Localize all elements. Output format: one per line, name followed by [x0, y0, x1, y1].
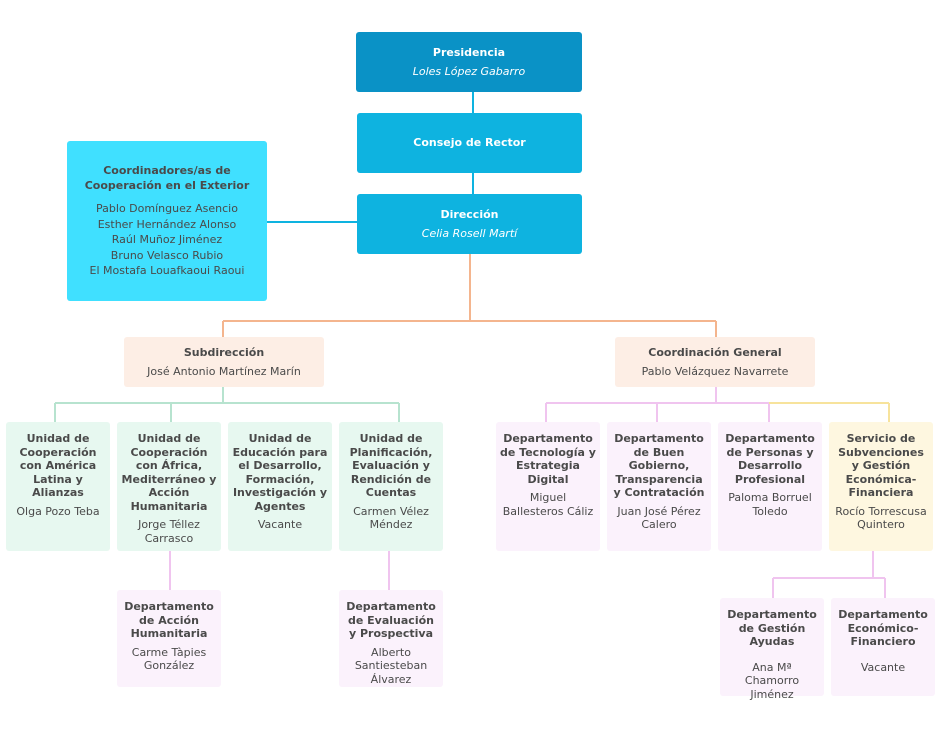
subdireccion-name: José Antonio Martínez Marín — [147, 364, 301, 378]
sub-department-box[interactable]: Departamento de Gestión Ayudas Ana Mª Ch… — [720, 598, 824, 701]
coordinacion-general-name: Pablo Velázquez Navarrete — [641, 364, 789, 378]
coordinadores-box[interactable]: Coordinadores/as de Cooperación en el Ex… — [67, 141, 267, 301]
unit-title: Unidad de Cooperación con América Latina… — [19, 432, 97, 499]
department-name: Juan José Pérez Calero — [617, 504, 701, 532]
department-name: Miguel Ballesteros Cáliz — [502, 491, 594, 518]
direccion-name: Celia Rosell Martí — [421, 227, 518, 240]
unit-box[interactable]: Unidad de Educación para el Desarrollo, … — [228, 422, 332, 551]
coordinadores-title: Coordinadores/as de Cooperación en el Ex… — [84, 164, 250, 192]
department-box[interactable]: Departamento de Buen Gobierno, Transpare… — [607, 422, 711, 551]
subdireccion-box[interactable]: Subdirección José Antonio Martínez Marín — [124, 337, 324, 387]
sub-department-name: Alberto Santiesteban Álvarez — [354, 645, 428, 686]
unit-title: Unidad de Cooperación con África, Medite… — [121, 432, 217, 513]
unit-name: Olga Pozo Teba — [16, 504, 100, 518]
unit-name: Carmen Vélez Méndez — [353, 504, 429, 532]
direccion-box[interactable]: Dirección Celia Rosell Martí — [357, 194, 582, 254]
department-title: Departamento de Personas y Desarrollo Pr… — [725, 432, 815, 486]
presidencia-box[interactable]: Presidencia Loles López Gabarro — [356, 32, 582, 92]
consejo-box[interactable]: Consejo de Rector — [357, 113, 582, 173]
sub-department-title: Departamento de Acción Humanitaria — [124, 600, 214, 640]
coordinador-name: Pablo Domínguez Asencio — [96, 202, 238, 215]
coordinador-name: Bruno Velasco Rubio — [110, 248, 224, 262]
coordinadores-names: Pablo Domínguez Asencio Esther Hernández… — [90, 201, 245, 279]
unit-title: Unidad de Planificación, Evaluación y Re… — [349, 432, 433, 499]
servicio-box[interactable]: Servicio de Subvenciones y Gestión Econó… — [829, 422, 933, 551]
sub-department-box[interactable]: Departamento de Acción Humanitaria Carme… — [117, 590, 221, 687]
subdireccion-title: Subdirección — [183, 346, 265, 359]
sub-department-box[interactable]: Departamento Económico-Financiero Vacant… — [831, 598, 935, 696]
presidencia-name: Loles López Gabarro — [412, 65, 526, 78]
department-box[interactable]: Departamento de Personas y Desarrollo Pr… — [718, 422, 822, 551]
unit-title: Unidad de Educación para el Desarrollo, … — [232, 432, 328, 513]
coordinador-name: El Mostafa Louafkaoui Raoui — [89, 264, 245, 277]
servicio-name: Rocío Torrescusa Quintero — [835, 504, 927, 532]
unit-name: Vacante — [257, 518, 303, 531]
unit-box[interactable]: Unidad de Planificación, Evaluación y Re… — [339, 422, 443, 551]
coordinador-name: Raúl Muñoz Jiménez — [111, 233, 223, 246]
department-title: Departamento de Tecnología y Estrategia … — [500, 432, 596, 486]
unit-box[interactable]: Unidad de Cooperación con América Latina… — [6, 422, 110, 551]
coordinacion-general-box[interactable]: Coordinación General Pablo Velázquez Nav… — [615, 337, 815, 387]
sub-department-name: Carme Tàpies González — [131, 645, 207, 673]
sub-department-name: Ana Mª Chamorro Jiménez — [744, 660, 800, 701]
sub-department-name: Vacante — [860, 660, 906, 674]
department-name: Paloma Borruel Toledo — [728, 491, 812, 518]
sub-department-title: Departamento de Gestión Ayudas — [727, 608, 817, 648]
presidencia-title: Presidencia — [432, 45, 506, 59]
coordinacion-general-title: Coordinación General — [648, 346, 782, 359]
sub-department-title: Departamento de Evaluación y Prospectiva — [346, 600, 436, 640]
unit-name: Jorge Téllez Carrasco — [138, 518, 200, 545]
unit-box[interactable]: Unidad de Cooperación con África, Medite… — [117, 422, 221, 551]
sub-department-box[interactable]: Departamento de Evaluación y Prospectiva… — [339, 590, 443, 687]
department-title: Departamento de Buen Gobierno, Transpare… — [613, 432, 705, 499]
consejo-title: Consejo de Rector — [413, 136, 526, 150]
direccion-title: Dirección — [440, 207, 499, 221]
sub-department-title: Departamento Económico-Financiero — [838, 608, 928, 648]
department-box[interactable]: Departamento de Tecnología y Estrategia … — [496, 422, 600, 551]
servicio-title: Servicio de Subvenciones y Gestión Econó… — [838, 432, 924, 499]
coordinador-name: Esther Hernández Alonso — [97, 217, 237, 231]
